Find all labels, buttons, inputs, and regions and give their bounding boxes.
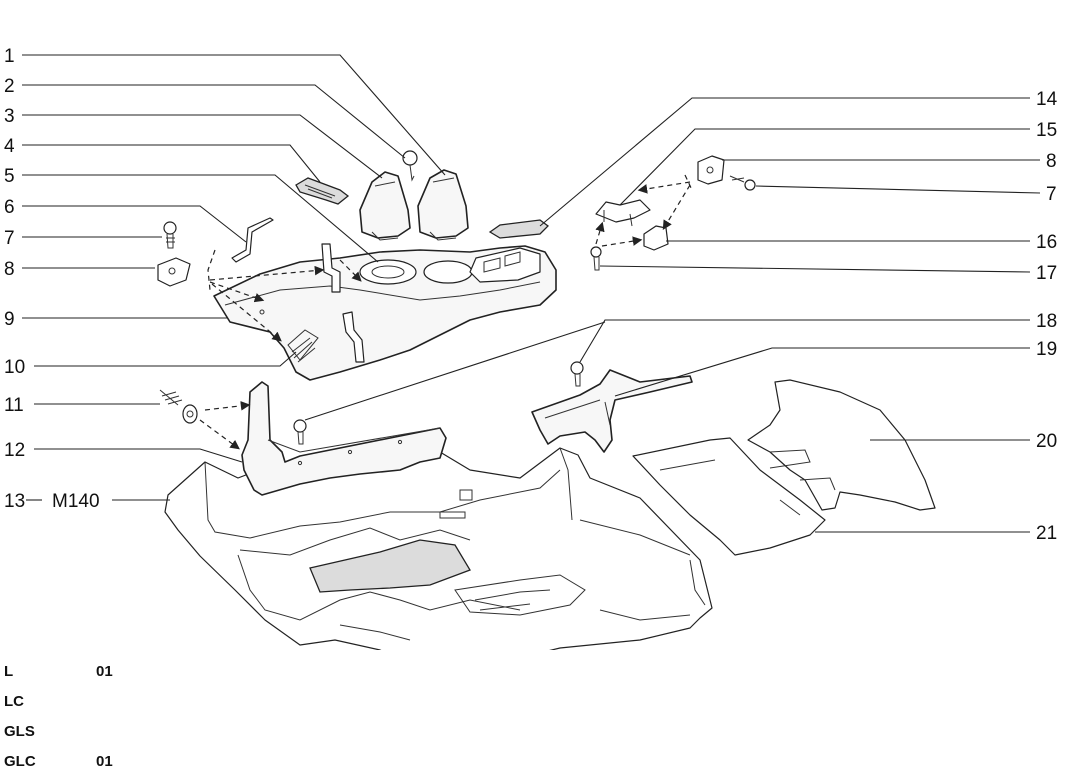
floor-mat-front (632, 437, 826, 556)
variant-qty: 01 (96, 752, 113, 770)
floor-carpet (164, 439, 713, 650)
callout-1: 1 (4, 46, 15, 67)
callout-9: 9 (4, 309, 15, 330)
screw-18-left (293, 419, 307, 445)
variant-qty: 01 (96, 662, 113, 680)
leader-lines (22, 54, 1041, 533)
variant-row: LC (4, 686, 136, 716)
bracket-6 (231, 217, 274, 263)
callout-16: 16 (1036, 232, 1057, 253)
callout-7-left: 7 (4, 228, 15, 249)
callout-21: 21 (1036, 523, 1057, 544)
callout-4: 4 (4, 136, 15, 157)
callout-10: 10 (4, 357, 25, 378)
variant-code: L (4, 662, 14, 680)
callout-17: 17 (1036, 263, 1057, 284)
boot-cover-left (359, 171, 411, 241)
callout-5: 5 (4, 166, 15, 187)
bolt-17 (590, 246, 602, 271)
callout-7-right: 7 (1046, 184, 1057, 205)
callout-11: 11 (4, 395, 24, 416)
callout-labels: 1 2 3 4 5 6 7 8 9 10 11 12 13 M140 14 15… (4, 46, 1058, 544)
callout-6: 6 (4, 197, 15, 218)
side-trim-right (531, 369, 693, 453)
callout-8-right: 8 (1046, 151, 1057, 172)
callout-2: 2 (4, 76, 15, 97)
variant-row: GLS (4, 716, 136, 746)
screw-7-left (163, 221, 177, 249)
bracket-16 (643, 225, 669, 251)
assembly-arrows (199, 174, 693, 450)
screw-18-right (570, 361, 584, 387)
pad-cover (295, 177, 350, 205)
clip-8-left (157, 257, 191, 287)
callout-13-code: M140 (52, 491, 100, 512)
variant-row: GLC 01 (4, 746, 136, 776)
variant-table: L 01 LC GLS GLC 01 (4, 656, 136, 776)
callout-12: 12 (4, 440, 25, 461)
parts-exploded-diagram: 1 2 3 4 5 6 7 8 9 10 11 12 13 M140 14 15… (4, 46, 1058, 650)
callout-19: 19 (1036, 339, 1057, 360)
screw-11 (159, 389, 198, 424)
callout-14: 14 (1036, 89, 1058, 110)
floor-mat-rear (747, 379, 936, 511)
sill-trim (241, 381, 447, 496)
center-console (213, 243, 557, 381)
callout-20: 20 (1036, 431, 1057, 452)
clip-8-right (697, 155, 725, 185)
callout-15: 15 (1036, 120, 1057, 141)
callout-18: 18 (1036, 311, 1057, 332)
callout-13: 13 (4, 491, 25, 512)
ring-clip (402, 150, 418, 182)
boot-cover-right (417, 169, 469, 241)
callout-3: 3 (4, 106, 15, 127)
variant-code: GLC (4, 752, 36, 770)
bezel-14 (488, 219, 549, 239)
callout-8-left: 8 (4, 259, 15, 280)
variant-code: LC (4, 692, 24, 710)
variant-row: L 01 (4, 656, 136, 686)
variant-code: GLS (4, 722, 35, 740)
screw-7-right (729, 175, 756, 191)
bracket-15 (595, 199, 651, 227)
